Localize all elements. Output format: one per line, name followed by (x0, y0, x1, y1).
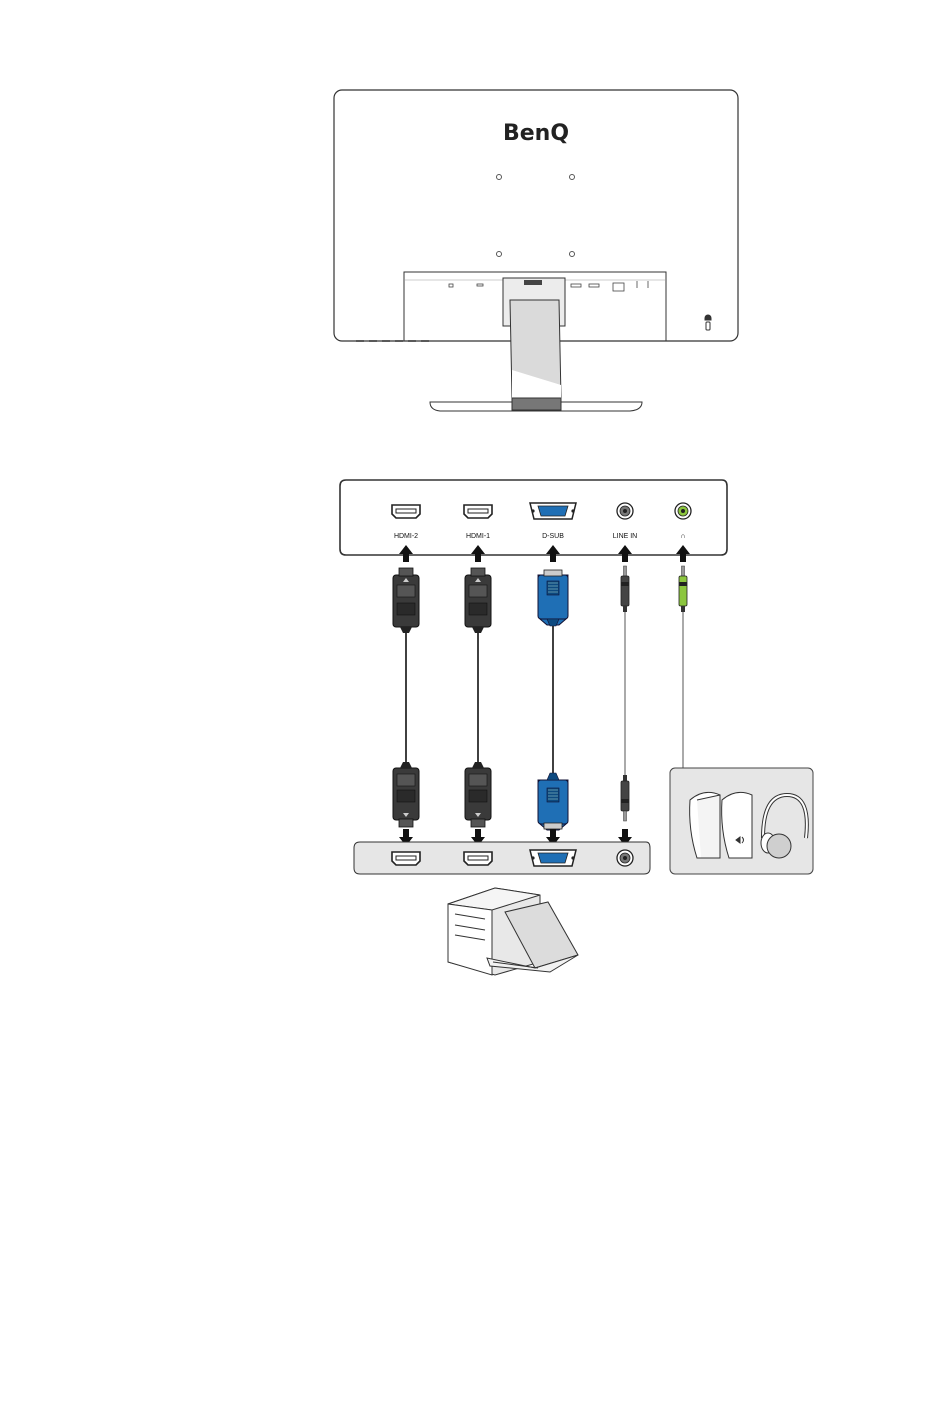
linein-port-label: LINE IN (613, 533, 638, 540)
computer-port-panel (354, 842, 650, 874)
linein-port (617, 503, 633, 519)
hdmi-plug (393, 568, 419, 633)
hdmi1-port (464, 505, 492, 518)
pc-port-dsub (530, 850, 576, 866)
hdmi-plug (393, 762, 419, 827)
hdmi-plug (465, 762, 491, 827)
hdmi2-port (392, 505, 420, 518)
cable-hdmi2 (393, 545, 419, 846)
pc-port-hdmi1 (464, 852, 492, 865)
audio-plug (621, 775, 629, 821)
cable-dsub (538, 545, 568, 846)
cables (393, 545, 690, 846)
audio-plug (679, 566, 687, 612)
vga-plug (538, 773, 568, 830)
pc-port-hdmi2 (392, 852, 420, 865)
dsub-port (530, 503, 576, 519)
monitor-back: BenQ (334, 90, 738, 411)
hdmi2-port-label: HDMI-2 (394, 533, 418, 540)
pc-port-linein (617, 850, 633, 866)
brand-logo: BenQ (503, 121, 569, 146)
headphone-port-label: ∩ (680, 533, 685, 540)
cable-linein (618, 545, 632, 846)
hdmi1-port-label: HDMI-1 (466, 533, 490, 540)
cable-hdmi1 (465, 545, 491, 846)
audio-devices-box (670, 768, 813, 874)
hdmi-plug (465, 568, 491, 633)
vga-plug (538, 570, 568, 626)
audio-plug (621, 566, 629, 612)
headphone-port (675, 503, 691, 519)
cable-headphone (676, 545, 690, 768)
dsub-port-label: D-SUB (542, 533, 564, 540)
monitor-port-panel: HDMI-2 HDMI-1 D-SUB LINE IN ∩ (340, 480, 727, 555)
